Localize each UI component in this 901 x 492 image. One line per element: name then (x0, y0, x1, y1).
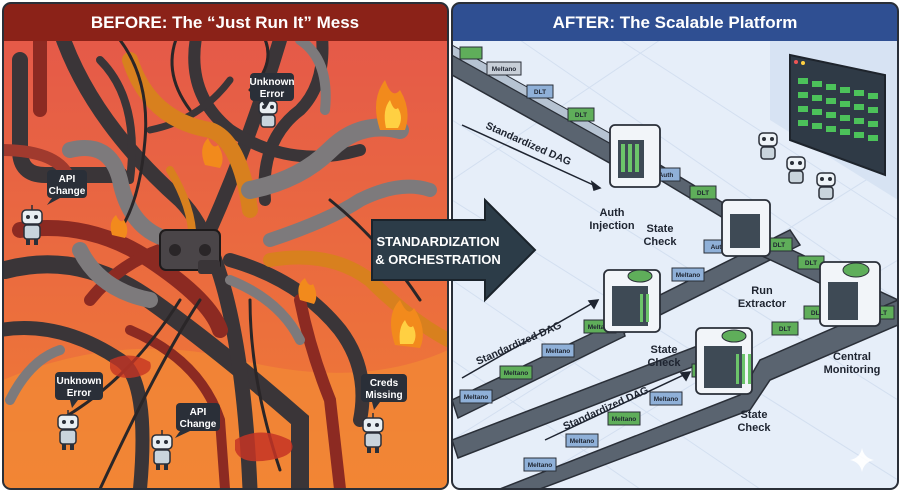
svg-text:Meltano: Meltano (676, 272, 701, 279)
svg-text:Auth: Auth (659, 172, 674, 179)
svg-text:Change: Change (49, 186, 86, 197)
before-header (3, 3, 448, 41)
run-extractor-label: Run (751, 285, 773, 297)
svg-text:Monitoring: Monitoring (824, 364, 881, 376)
state-check-label-3: State (741, 409, 768, 421)
svg-text:Meltano: Meltano (588, 324, 613, 331)
svg-text:Unknown: Unknown (250, 77, 295, 88)
svg-text:Check: Check (647, 357, 681, 369)
fire-icon (376, 80, 408, 130)
robot-icon (258, 96, 278, 128)
svg-text:Meltano: Meltano (528, 462, 553, 469)
svg-text:DLT: DLT (875, 310, 887, 317)
svg-text:Extractor: Extractor (738, 298, 787, 310)
svg-text:Meltano: Meltano (570, 438, 595, 445)
svg-text:Missing: Missing (365, 390, 402, 401)
svg-text:DLT: DLT (534, 89, 546, 96)
svg-text:Check: Check (737, 422, 771, 434)
speech-bubble-api-change-left: API Change (47, 170, 87, 205)
svg-text:Change: Change (180, 419, 217, 430)
svg-text:DLT: DLT (805, 260, 817, 267)
after-header (452, 3, 898, 41)
fire-icon (110, 215, 128, 238)
machine-auth-state-check (609, 124, 661, 188)
svg-text:Meltano: Meltano (546, 348, 571, 355)
sparkle-icon (850, 448, 874, 472)
robot-icon (21, 205, 43, 245)
svg-text:Meltano: Meltano (654, 396, 679, 403)
auth-injection-label: Auth (599, 207, 624, 219)
machine-central-monitoring (819, 261, 881, 327)
fire-icon (391, 300, 423, 348)
robot-icon (758, 132, 778, 160)
svg-text:Creds: Creds (370, 378, 399, 389)
before-title: BEFORE: The “Just Run It” Mess (91, 13, 359, 32)
robot-icon (362, 413, 384, 453)
speech-bubble-api-change-bottom: API Change (175, 403, 220, 438)
svg-text:DLT: DLT (779, 326, 791, 333)
svg-text:Meltano: Meltano (464, 394, 489, 401)
robot-icon (786, 156, 806, 184)
svg-text:Check: Check (643, 236, 677, 248)
svg-text:Injection: Injection (589, 220, 635, 232)
svg-text:Error: Error (67, 388, 92, 399)
fire-icon (202, 138, 223, 168)
svg-text:Unknown: Unknown (57, 376, 102, 387)
svg-text:Auth: Auth (711, 244, 726, 251)
speech-bubble-creds-missing: Creds Missing (361, 374, 407, 410)
svg-text:Meltano: Meltano (612, 416, 637, 423)
arrow-label-line2: & ORCHESTRATION (375, 252, 500, 267)
svg-text:DLT: DLT (773, 242, 785, 249)
speech-bubble-unknown-error-bottom: Unknown Error (55, 372, 103, 408)
svg-text:DLT: DLT (811, 310, 823, 317)
central-monitoring-label: Central (833, 351, 871, 363)
state-check-label-2: State (651, 344, 678, 356)
transition-arrow: STANDARDIZATION & ORCHESTRATION (371, 197, 537, 303)
machine-run-extractor (721, 199, 771, 257)
svg-text:API: API (190, 407, 207, 418)
svg-text:DLT: DLT (697, 190, 709, 197)
state-check-label-1: State (647, 223, 674, 235)
fire-icon (298, 278, 317, 304)
monitoring-screen (789, 53, 886, 177)
arrow-label-line1: STANDARDIZATION (376, 234, 499, 249)
robot-icon (151, 430, 173, 470)
svg-text:Error: Error (260, 89, 285, 100)
svg-text:Meltano: Meltano (504, 370, 529, 377)
robot-icon (57, 410, 79, 450)
after-title: AFTER: The Scalable Platform (553, 13, 798, 32)
svg-text:API: API (59, 174, 76, 185)
robot-icon (816, 172, 836, 200)
svg-text:DLT: DLT (575, 112, 587, 119)
speech-bubble-unknown-error-top: Unknown Error (250, 73, 295, 108)
svg-text:Meltano: Meltano (492, 66, 517, 73)
machine-state-check-low (695, 327, 753, 395)
machine-state-check-mid (603, 269, 661, 333)
